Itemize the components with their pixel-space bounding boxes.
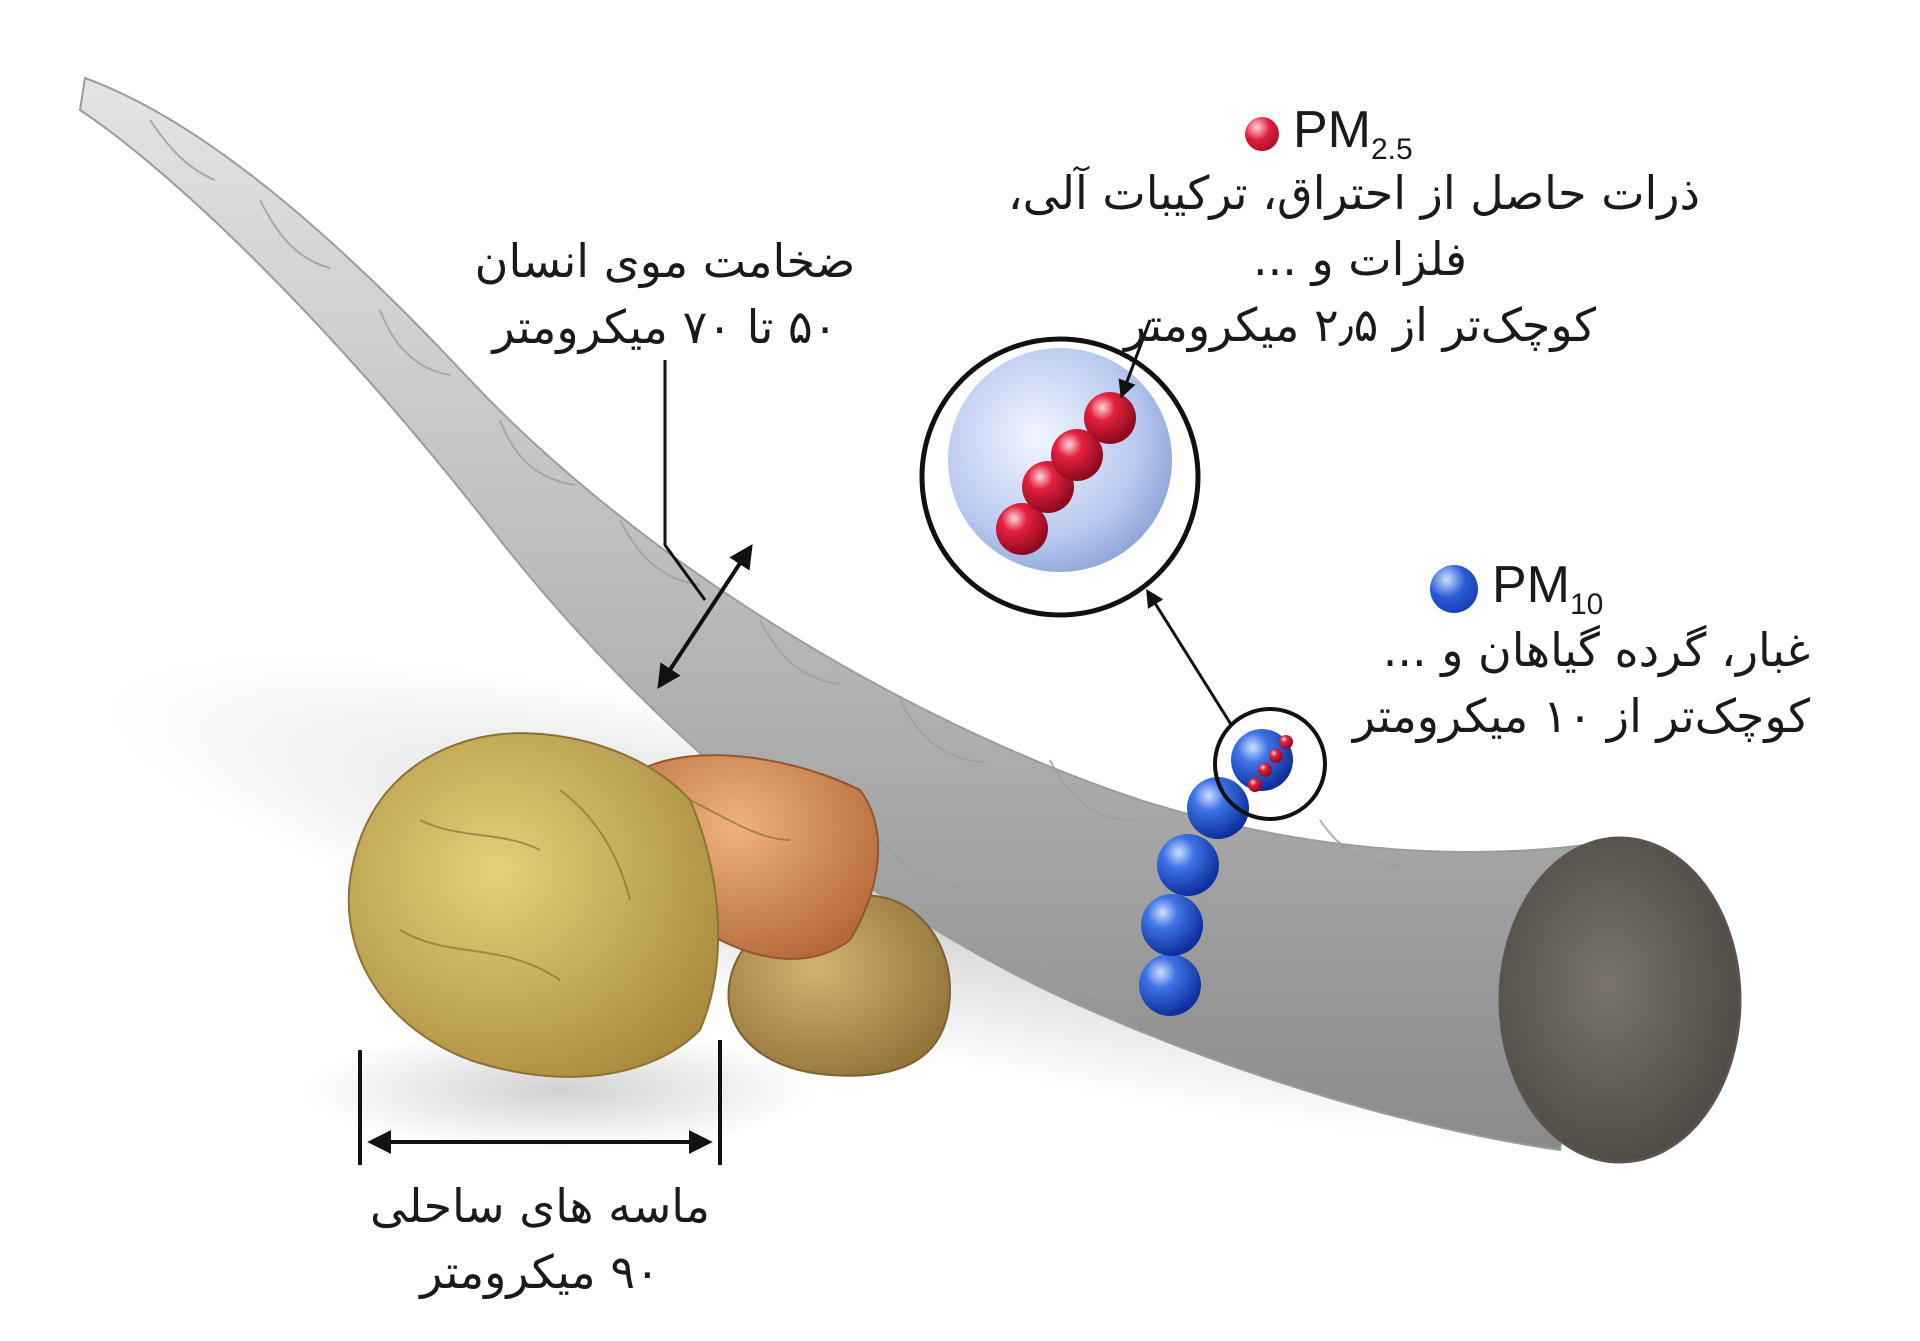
pm25-line1: ذرات حاصل از احتراق، ترکیبات آلی، [1007, 166, 1700, 220]
pm10-legend: PM10 [1430, 555, 1603, 622]
pm10-line1: غبار، گرده گیاهان و ... [1382, 623, 1810, 677]
pm25-particle [1051, 429, 1103, 481]
hair-cross-section [1498, 836, 1742, 1164]
hair-label-size: ۵۰ تا ۷۰ میکرومتر [492, 300, 838, 354]
magnify-arrow [1146, 588, 1234, 727]
pm25-line3: کوچک‌تر از ۲٫۵ میکرومتر [1123, 298, 1597, 352]
sand-label-size: ۹۰ میکرومتر [420, 1245, 660, 1299]
pm25-pointer-arrow [1118, 319, 1152, 399]
pm25-description: ذرات حاصل از احتراق، ترکیبات آلی، فلزات … [1007, 160, 1700, 358]
human-hair [78, 76, 1742, 1164]
pm10-title: PM10 [1492, 556, 1604, 621]
hair-label-title: ضخامت موی انسان [474, 234, 856, 288]
large-magnifier [919, 336, 1201, 618]
pm10-description: غبار، گرده گیاهان و ... کوچک‌تر از ۱۰ می… [1340, 617, 1810, 749]
pm10-particle [1157, 834, 1219, 896]
pm10-particle-chain [1139, 729, 1293, 1016]
pm25-particle [1084, 392, 1136, 444]
pm25-particle [996, 503, 1048, 555]
pm10-particle [1187, 777, 1249, 839]
hair-label: ضخامت موی انسان ۵۰ تا ۷۰ میکرومتر [455, 228, 875, 360]
beach-sand-grains [300, 732, 952, 1150]
sand-label-title: ماسه های ساحلی [370, 1179, 710, 1233]
pm10-particle [1139, 954, 1201, 1016]
small-magnifier [1213, 707, 1327, 821]
pm25-legend: PM2.5 [1245, 100, 1413, 167]
sand-width-dimension [358, 1040, 722, 1165]
sand-grain [347, 732, 720, 1078]
pm10-particle [1141, 894, 1203, 956]
pm25-line2: فلزات و ... [1252, 232, 1467, 286]
pm25-dot [1245, 116, 1279, 151]
sand-label: ماسه های ساحلی ۹۰ میکرومتر [340, 1173, 740, 1305]
pm10-dot [1430, 564, 1478, 613]
pm10-particle [1231, 729, 1293, 791]
pm25-title: PM2.5 [1293, 101, 1413, 166]
hair-thickness-indicator [657, 360, 753, 690]
pm10-line2: کوچک‌تر از ۱۰ میکرومتر [1352, 689, 1810, 743]
